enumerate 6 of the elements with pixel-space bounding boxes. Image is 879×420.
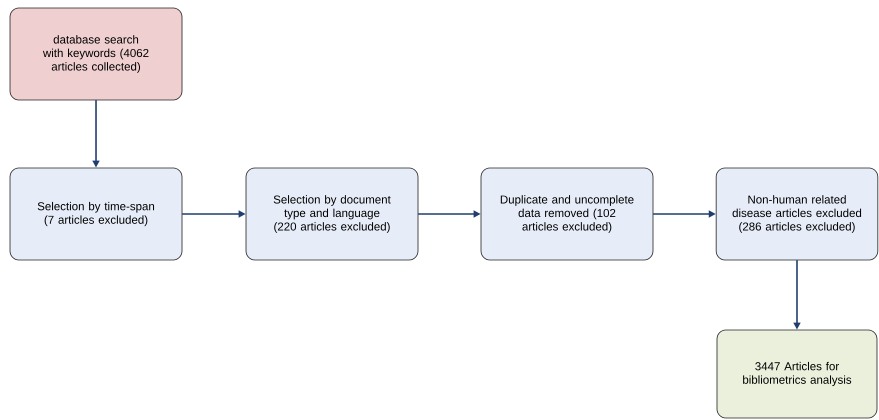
process-box: database search with keywords (4062 articles collected) <box>10 8 182 100</box>
process-box: Selection by document type and language (220 articles excluded) <box>246 168 418 260</box>
process-box: Selection by time-span (7 articles excluded) <box>10 168 182 260</box>
process-box: Duplicate and uncomplete data removed (102 articles excluded) <box>480 168 654 260</box>
process-box: Non-human related disease articles excluded (286 articles excluded) <box>716 168 878 260</box>
process-box: 3447 Articles for bibliometrics analysis <box>716 330 878 418</box>
